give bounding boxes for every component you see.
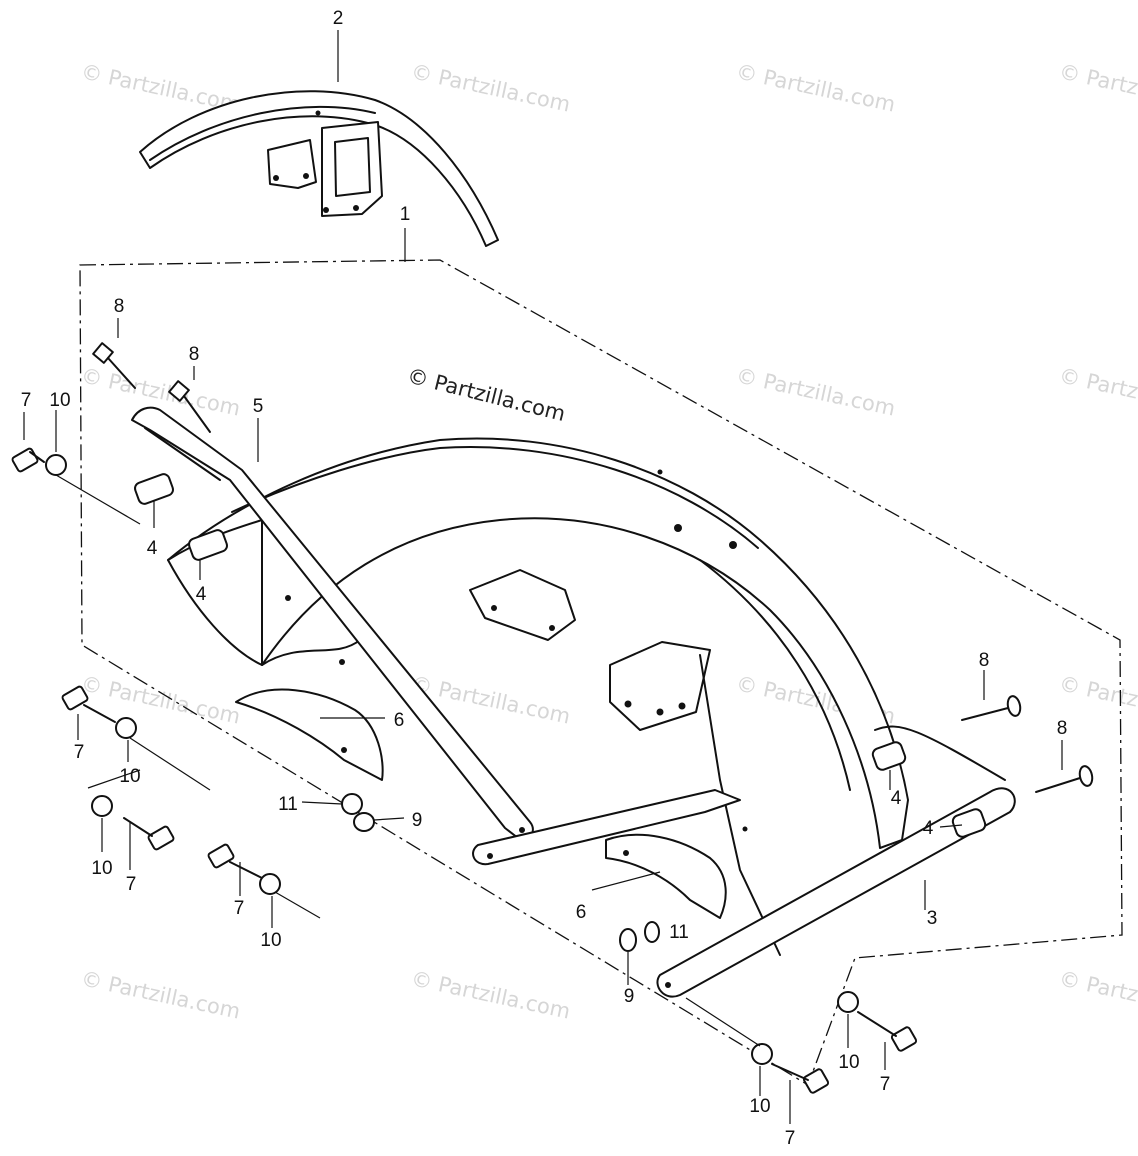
callout-label: 7 [74, 742, 85, 763]
callout-label: 7 [785, 1128, 796, 1149]
watermark-text: © Partzilla.com [409, 966, 573, 1023]
callout-label: 10 [49, 390, 70, 411]
watermark-text: © Partzilla.com [1057, 671, 1138, 728]
main-fender-part [167, 437, 909, 956]
callout-label: 7 [126, 874, 137, 895]
callout-label: 7 [21, 390, 32, 411]
lower-stay-rod-part [472, 725, 1016, 998]
callout-label: 4 [196, 584, 207, 605]
callout-labels: 2 1 8 8 7 10 5 4 4 6 7 10 11 9 10 7 7 10… [21, 8, 1068, 1149]
watermark-text: © Partzilla.com [79, 671, 243, 728]
assembly-boundary [79, 228, 1123, 1086]
callout-label: 4 [147, 538, 158, 559]
callout-label: 8 [1057, 718, 1068, 739]
callout-label: 9 [624, 986, 635, 1007]
bolt-washer-part [11, 410, 918, 1124]
callout-label: 2 [333, 8, 344, 29]
watermark-text: © Partzilla.com [79, 966, 243, 1023]
watermark-text: © Partzilla.com [409, 59, 573, 116]
watermark-text: © Partzilla.com [1057, 363, 1138, 420]
callout-label: 5 [253, 396, 264, 417]
callout-label: 6 [394, 710, 405, 731]
callout-label: 10 [749, 1096, 770, 1117]
callout-label: 6 [576, 902, 587, 923]
clip-part [134, 473, 987, 838]
callout-label: 10 [91, 858, 112, 879]
callout-label: 3 [927, 908, 938, 929]
long-bolt-part [92, 318, 1094, 793]
watermark-text: © Partzilla.com [1057, 59, 1138, 116]
watermark-text: © Partzilla.com [1057, 966, 1138, 1023]
callout-label: 8 [189, 344, 200, 365]
bracket-part [235, 688, 727, 919]
callout-label: 7 [234, 898, 245, 919]
callout-label: 11 [669, 922, 689, 943]
callout-label: 4 [923, 818, 934, 839]
small-fender-part [139, 30, 499, 247]
callout-label: 10 [260, 930, 281, 951]
callout-label: 11 [278, 794, 298, 815]
callout-label: 4 [891, 788, 902, 809]
callout-label: 8 [979, 650, 990, 671]
callout-label: 8 [114, 296, 125, 317]
watermark-text: © Partzilla.com [734, 59, 898, 116]
watermark-text: © Partzilla.com [734, 363, 898, 420]
callout-label: 7 [880, 1074, 891, 1095]
callout-label: 1 [400, 204, 411, 225]
nut-washer-part [301, 793, 660, 985]
callout-label: 10 [838, 1052, 859, 1073]
watermark-center: © Partzilla.com [405, 364, 568, 426]
callout-label: 10 [119, 766, 140, 787]
callout-label: 9 [412, 810, 423, 831]
